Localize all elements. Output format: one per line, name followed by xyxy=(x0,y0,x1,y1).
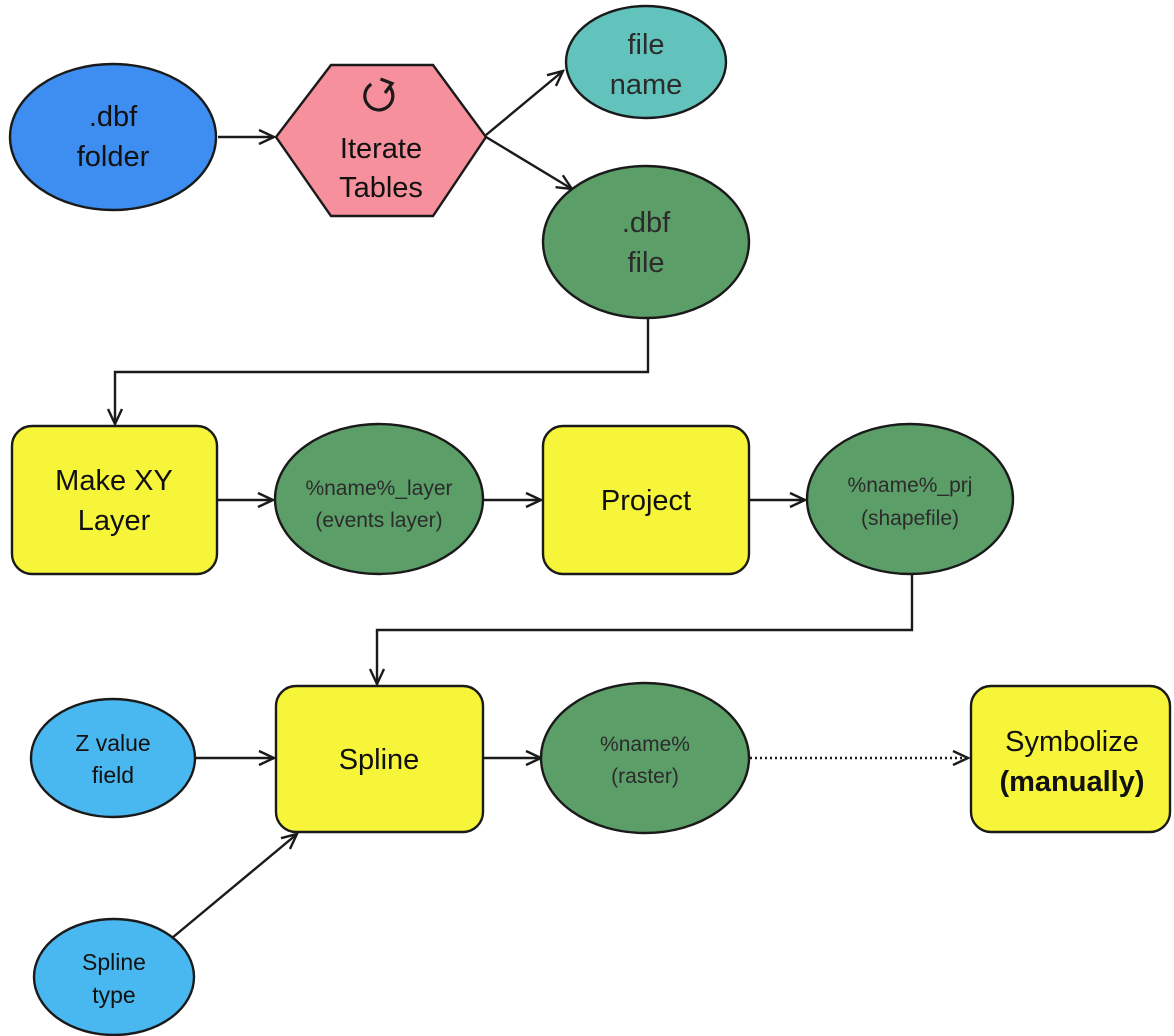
dbf-file-label-line2: file xyxy=(627,247,664,279)
file-name-label-line2: name xyxy=(610,69,683,101)
spline-type-shape xyxy=(32,917,196,1036)
spline-type-label-line2: type xyxy=(92,982,135,1008)
symbolize-shape xyxy=(969,684,1172,834)
file-name-shape xyxy=(564,4,728,120)
raster-shape xyxy=(539,681,751,835)
events-layer-shape xyxy=(273,422,485,576)
iterate-tables-label-line2: Tables xyxy=(339,172,423,204)
make-xy-layer-shape xyxy=(10,424,219,576)
symbolize-label-line2: (manually) xyxy=(999,766,1144,798)
shapefile-label-line1: %name%_prj xyxy=(848,474,973,497)
node-dbf-folder[interactable]: .dbf folder xyxy=(8,62,218,212)
make-xy-layer-label-line2: Layer xyxy=(78,505,151,537)
project-label: Project xyxy=(601,485,691,517)
node-z-value-field[interactable]: Z value field xyxy=(29,697,197,819)
node-iterate-tables[interactable]: Iterate Tables xyxy=(274,63,488,218)
dbf-folder-label-line2: folder xyxy=(77,141,150,173)
node-make-xy-layer[interactable]: Make XY Layer xyxy=(10,424,219,576)
dbf-file-shape xyxy=(541,164,751,320)
dbf-folder-shape xyxy=(8,62,218,212)
node-project[interactable]: Project xyxy=(541,424,751,576)
spline-shape xyxy=(274,684,485,834)
edge-dbffile-to-makexy xyxy=(115,318,650,424)
node-spline[interactable]: Spline xyxy=(274,684,485,834)
make-xy-layer-label-line1: Make XY xyxy=(55,465,173,497)
raster-label-line1: %name% xyxy=(600,733,690,756)
edge-shapefile-to-spline xyxy=(377,575,914,684)
iterate-tables-label-line1: Iterate xyxy=(340,133,422,165)
z-value-field-label-line2: field xyxy=(92,762,134,788)
edge-iterate-to-filename xyxy=(485,71,563,136)
node-dbf-file[interactable]: .dbf file xyxy=(541,164,751,320)
node-events-layer[interactable]: %name%_layer (events layer) xyxy=(273,422,485,576)
events-layer-label-line1: %name%_layer xyxy=(305,477,452,500)
refresh-icon xyxy=(363,77,395,112)
file-name-label-line1: file xyxy=(627,29,664,61)
connectors xyxy=(115,71,968,939)
node-file-name[interactable]: file name xyxy=(564,4,728,120)
project-shape xyxy=(541,424,751,576)
dbf-folder-label-line1: .dbf xyxy=(89,101,138,133)
node-spline-type[interactable]: Spline type xyxy=(32,917,196,1036)
z-value-field-shape xyxy=(29,697,197,819)
node-raster[interactable]: %name% (raster) xyxy=(539,681,751,835)
raster-label-line2: (raster) xyxy=(611,765,679,788)
shapefile-shape xyxy=(805,422,1015,576)
node-symbolize[interactable]: Symbolize (manually) xyxy=(969,684,1172,834)
node-shapefile[interactable]: %name%_prj (shapefile) xyxy=(805,422,1015,576)
symbolize-label-line1: Symbolize xyxy=(1005,726,1139,758)
spline-type-label-line1: Spline xyxy=(82,949,146,975)
dbf-file-label-line1: .dbf xyxy=(622,207,671,239)
iterate-tables-shape xyxy=(274,63,488,218)
edge-iterate-to-dbffile xyxy=(485,135,572,189)
z-value-field-label-line1: Z value xyxy=(75,730,150,756)
shapefile-label-line2: (shapefile) xyxy=(861,507,959,530)
spline-label: Spline xyxy=(339,744,420,776)
edge-splinetype-to-spline xyxy=(171,834,297,939)
events-layer-label-line2: (events layer) xyxy=(315,509,442,532)
